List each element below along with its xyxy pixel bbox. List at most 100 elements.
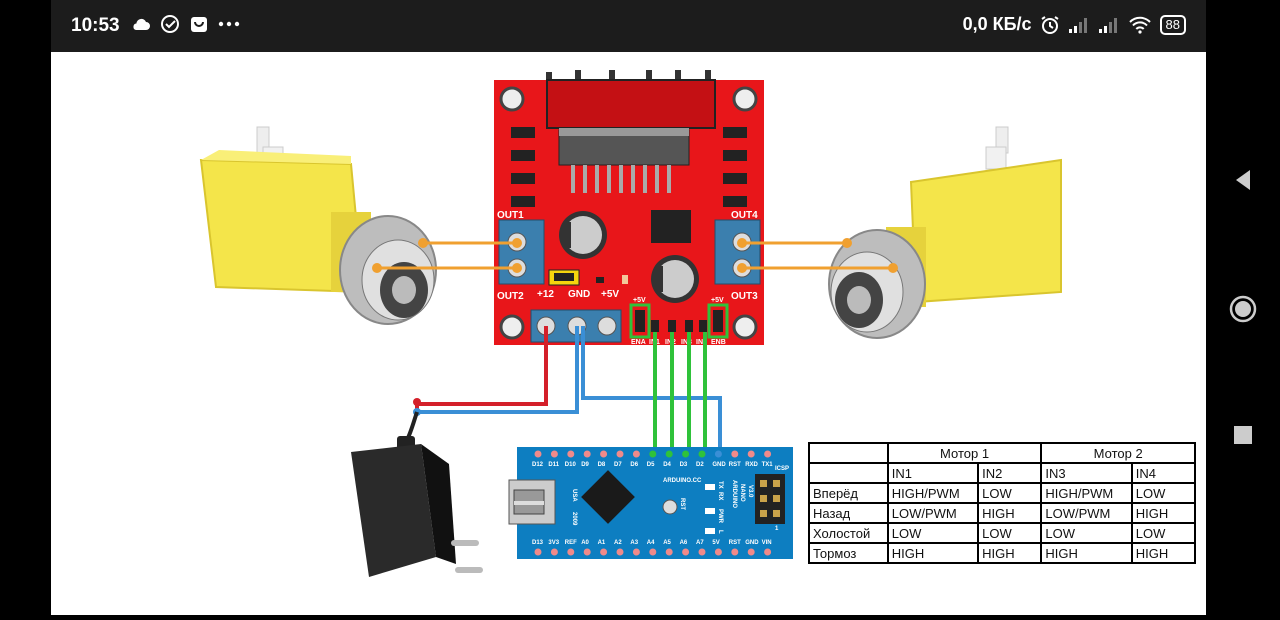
pin-pad-bottom <box>567 548 575 556</box>
check-circle-icon <box>161 15 179 33</box>
pin-label-top: D2 <box>696 462 704 468</box>
pin-label-top: D3 <box>680 462 688 468</box>
battery-icon: 88 <box>1159 14 1186 35</box>
pin-label-bottom: REF <box>565 540 577 546</box>
pin-label-bottom: A7 <box>696 540 704 546</box>
pin-pad-bottom <box>764 548 772 556</box>
pin-pad-bottom <box>550 548 558 556</box>
table-cell: HIGH <box>1130 502 1197 524</box>
table-row-label: Тормоз <box>808 542 889 564</box>
pin-label-top: D8 <box>598 462 606 468</box>
table-cell: HIGH/PWM <box>1040 482 1133 504</box>
label-icsp: ICSP <box>775 466 789 472</box>
table-cell: HIGH <box>886 542 980 564</box>
status-bar: 10:53 0,0 КБ/с 88 <box>51 0 1206 52</box>
label-5v: +5V <box>601 289 619 300</box>
table-sub-header: IN2 <box>977 462 1043 484</box>
back-button[interactable] <box>1206 168 1280 192</box>
label-in3: IN3 <box>681 339 692 346</box>
pin-pad-top <box>550 450 558 458</box>
pin-pad-bottom <box>665 548 673 556</box>
label-enb: ENB <box>711 339 726 346</box>
notification-icons <box>131 14 240 34</box>
pin-pad-top <box>600 450 608 458</box>
pin-pad-bottom <box>600 548 608 556</box>
pin-label-bottom: A5 <box>663 540 671 546</box>
pin-pad-bottom <box>682 548 690 556</box>
table-corner-cell <box>808 442 889 464</box>
label-out2: OUT2 <box>497 291 524 302</box>
pin-pad-top <box>714 450 722 458</box>
bottom-pin-pads <box>534 548 772 556</box>
label-led-pwr: PWR <box>717 509 723 524</box>
signal-icon <box>1098 17 1117 33</box>
table-sub-header: IN3 <box>1040 462 1133 484</box>
pin-label-bottom: VIN <box>762 540 772 546</box>
signal-icon <box>1068 17 1087 33</box>
pin-pad-top <box>764 450 772 458</box>
cloud-icon <box>133 18 150 30</box>
pin-label-bottom: A6 <box>680 540 688 546</box>
label-year: 2009 <box>571 512 577 526</box>
pin-pad-top <box>567 450 575 458</box>
pin-pad-top <box>583 450 591 458</box>
pin-label-bottom: D13 <box>532 540 544 546</box>
table-cell: HIGH <box>977 502 1043 524</box>
pin-label-top: GND <box>712 462 726 468</box>
table-cell: LOW <box>977 482 1043 504</box>
table-corner-cell <box>808 462 889 484</box>
power-adapter <box>351 411 483 577</box>
home-button[interactable] <box>1206 294 1280 324</box>
pin-pad-bottom <box>583 548 591 556</box>
pin-pad-top <box>649 450 657 458</box>
pin-pad-bottom <box>698 548 706 556</box>
pin-label-bottom: 3V3 <box>548 540 559 546</box>
pin-pad-top <box>665 450 673 458</box>
pin-label-top: D4 <box>663 462 671 468</box>
right-motor <box>828 126 1062 339</box>
wire-gnd-arduino <box>581 326 722 455</box>
label-ena-5v: +5V <box>633 297 646 304</box>
pin-label-top: D10 <box>565 462 577 468</box>
table-cell: LOW <box>977 522 1043 544</box>
pin-label-top: RXD <box>745 462 758 468</box>
label-led-tx: TX <box>717 481 723 489</box>
table-cell: LOW <box>1130 482 1197 504</box>
system-icons: 0,0 КБ/с 88 <box>963 14 1186 35</box>
wire-gnd-adapter <box>417 326 579 414</box>
pin-label-bottom: RST <box>729 540 741 546</box>
table-cell: LOW/PWM <box>1040 502 1133 524</box>
pin-pad-top <box>534 450 542 458</box>
label-usa: USA <box>571 489 577 502</box>
pin-pad-top <box>616 450 624 458</box>
label-12v: +12 <box>537 289 554 300</box>
table-sub-header: IN1 <box>886 462 980 484</box>
pin-pad-top <box>682 450 690 458</box>
net-speed: 0,0 КБ/с <box>962 14 1032 34</box>
top-pin-pads <box>534 450 772 458</box>
back-icon <box>1236 170 1250 190</box>
pin-label-bottom: 5V <box>712 540 719 546</box>
l298n-driver-board: OUT1 OUT2 OUT4 OUT3 +12 GND +5V +5V +5V … <box>494 70 764 346</box>
pin-label-bottom: A4 <box>647 540 655 546</box>
pin-label-top: D5 <box>647 462 655 468</box>
pin-pad-bottom <box>632 548 640 556</box>
pin-pad-top <box>731 450 739 458</box>
label-in4: IN4 <box>696 339 707 346</box>
label-out3: OUT3 <box>731 291 758 302</box>
recents-button[interactable] <box>1206 425 1280 445</box>
more-icon <box>218 21 240 27</box>
diagram-svg: OUT1 OUT2 OUT4 OUT3 +12 GND +5V +5V +5V … <box>199 70 1062 577</box>
table-row-label: Назад <box>808 502 889 524</box>
pin-pad-bottom <box>731 548 739 556</box>
pin-label-top: RST <box>729 462 741 468</box>
pin-pad-bottom <box>747 548 755 556</box>
pin-label-bottom: A3 <box>630 540 638 546</box>
label-model-3: V3.0 <box>747 485 753 498</box>
